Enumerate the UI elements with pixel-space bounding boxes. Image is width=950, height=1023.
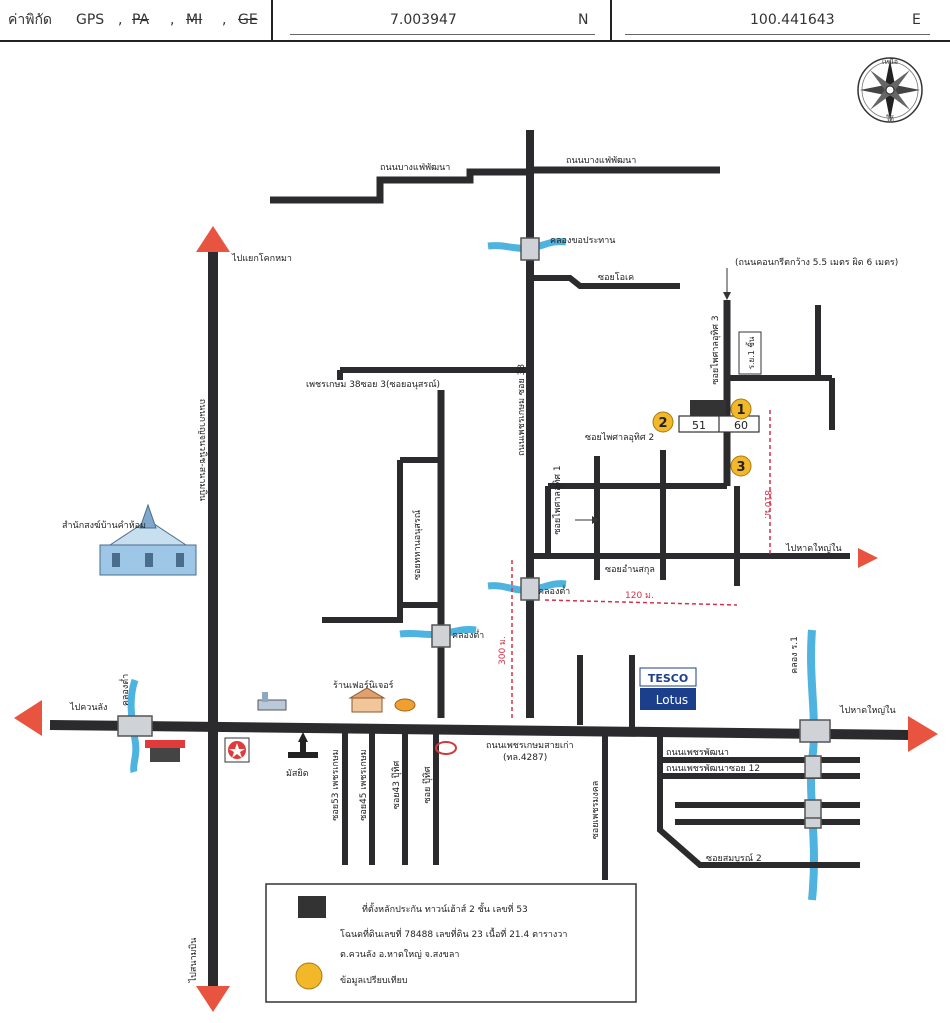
road-label: เพชรเกษม 38ซอย 3(ซอยอนุสรณ์) bbox=[306, 378, 440, 390]
canal-left bbox=[127, 678, 140, 773]
road-label: ซอยสมบูรณ์ 2 bbox=[706, 852, 762, 864]
canal-label: คลองขอประทาน bbox=[550, 236, 615, 246]
gps-label: GPS bbox=[76, 12, 105, 28]
header-divider bbox=[610, 0, 612, 40]
landmark-label: ร้านเฟอร์นิเจอร์ bbox=[333, 679, 394, 691]
legend-deed: โฉนดที่ดินเลขที่ 78488 เลขที่ดิน 23 เนื้… bbox=[340, 927, 567, 940]
destination-label: ไปแยกโคกหมา bbox=[231, 253, 292, 264]
road-label: ถนนเพชรพัฒนา bbox=[666, 748, 729, 758]
road-label: ซอย53 เพชรเกษม bbox=[331, 749, 341, 821]
road-label: ถนนกาญจนวนิช-สนามบิน bbox=[197, 399, 208, 501]
separator: , bbox=[222, 12, 227, 28]
underline bbox=[290, 34, 595, 35]
canal-label: คลอง ร.1 bbox=[790, 636, 800, 674]
map-svg: เหนือ ใต้ bbox=[14, 57, 938, 1012]
comparison-markers bbox=[652, 398, 752, 477]
road-label: ถนนบางแฟ่พัฒนา bbox=[380, 163, 450, 173]
lotus-label: Lotus bbox=[656, 693, 688, 707]
compass-rose-icon bbox=[857, 57, 923, 123]
separator: , bbox=[118, 12, 123, 28]
distance-810: 810 ม. bbox=[762, 490, 772, 519]
building-left-icon bbox=[145, 740, 185, 762]
road-label: ซอยโอเค bbox=[598, 272, 634, 283]
legend-address: ต.ควนลัง อ.หาดใหญ่ จ.สงขลา bbox=[340, 949, 459, 960]
latitude-value: 7.003947 bbox=[390, 12, 457, 28]
distance-120: 120 ม. bbox=[625, 591, 654, 601]
plot-label-b: 60 bbox=[734, 419, 748, 432]
road-label: ซอย ปุ๊ทิศ bbox=[422, 766, 433, 803]
canal-label: คลองต่ำ bbox=[538, 584, 570, 597]
tesco-label: TESCO bbox=[648, 672, 688, 685]
road-label: (ทล.4287) bbox=[503, 753, 547, 763]
compass-north: เหนือ bbox=[882, 58, 898, 66]
canal-label: คลองต่ำ bbox=[118, 674, 131, 706]
road-label: ซอยไพศาลอุทิศ 2 bbox=[585, 432, 654, 443]
header-divider bbox=[271, 0, 273, 40]
arrow-east-icon bbox=[908, 716, 938, 752]
longitude-direction: E bbox=[912, 12, 921, 28]
road-label: ถนนเพชรเกษมสายเก่า bbox=[486, 741, 574, 751]
location-map: เหนือ ใต้ bbox=[0, 42, 950, 1019]
arrow-north-icon bbox=[196, 226, 230, 252]
underline bbox=[625, 34, 930, 35]
compass-south: ใต้ bbox=[886, 114, 894, 123]
separator: , bbox=[170, 12, 175, 28]
gas-station-icon bbox=[224, 737, 250, 763]
arrow-south-icon bbox=[196, 986, 230, 1012]
road-note: (ถนนคอนกรีตกว้าง 5.5 เมตร ผิด 6 เมตร) bbox=[735, 257, 898, 268]
road-label: ซอย43 ปุ๊ทิศ bbox=[391, 760, 402, 809]
marker-2: 2 bbox=[658, 416, 667, 431]
mosque-icon bbox=[288, 732, 318, 758]
landmark-label: มัสยิด bbox=[286, 768, 309, 779]
legend-box bbox=[265, 883, 637, 1003]
legend-circle-label: ข้อมูลเปรียบเทียบ bbox=[340, 975, 408, 986]
marker-3: 3 bbox=[736, 460, 745, 475]
road-label: ซอยอำนสกุล bbox=[605, 564, 655, 575]
factory-icon bbox=[257, 692, 287, 711]
tesco-lotus-logo bbox=[639, 667, 697, 710]
property-building bbox=[690, 400, 726, 416]
arrow-west-icon bbox=[14, 700, 42, 736]
destination-label: ไปสนามบิน bbox=[188, 938, 199, 984]
legend-title: ที่ตั้งหลักประกัน ทาวน์เฮ้าส์ 2 ชั้น เลข… bbox=[362, 902, 528, 915]
canal-label: คลองต่ำ bbox=[452, 628, 484, 641]
road-label: ซอย45 เพชรเกษม bbox=[359, 749, 369, 821]
temple-icon bbox=[99, 503, 197, 576]
direction-arrows bbox=[14, 226, 938, 1012]
pa-label: PA bbox=[132, 12, 150, 28]
coordinate-label: ค่าพิกัด bbox=[8, 12, 53, 28]
road-label: ถนนบางแฟ่พัฒนา bbox=[566, 156, 636, 166]
landmark-label: สำนักสงฆ์บ้านคำห้อม bbox=[62, 519, 146, 531]
label-k1: ร.ย.1 ชิ้น bbox=[745, 336, 756, 369]
road-label: ซอยไพศาลอุทิศ 1 bbox=[552, 465, 563, 534]
toyota-logo-icon bbox=[435, 741, 457, 755]
road-label: ซอยไพศาลอุทิศ 3 bbox=[710, 315, 721, 384]
arrow-east-small-icon bbox=[858, 548, 878, 568]
distance-lines bbox=[511, 410, 771, 720]
road-label: ถนนเพชรพัฒนาซอย 12 bbox=[666, 764, 760, 774]
road-network bbox=[49, 130, 911, 990]
road-label: ซอยเพชรมงคล bbox=[591, 781, 601, 840]
marker-1: 1 bbox=[736, 403, 745, 418]
destination-label: ไปหาดใหญ่ใน bbox=[839, 705, 896, 716]
longitude-value: 100.441643 bbox=[750, 12, 835, 28]
plot-label-a: 51 bbox=[692, 419, 706, 432]
bridges bbox=[117, 237, 831, 829]
ge-label: GE bbox=[238, 12, 258, 28]
furniture-shop-icon bbox=[348, 687, 416, 713]
destination-label: ไปควนลัง bbox=[69, 702, 107, 713]
distance-300: 300 ม. bbox=[498, 636, 508, 665]
mi-label: MI bbox=[186, 12, 203, 28]
road-label: ถนนเพชรเกษม ซอย 38 bbox=[517, 364, 527, 456]
destination-label: ไปหาดใหญ่ใน bbox=[785, 543, 842, 554]
coordinate-header: ค่าพิกัด GPS , PA , MI , GE 7.003947 N 1… bbox=[0, 0, 950, 42]
road-label: ซอยทหานอนุสรณ์ bbox=[411, 510, 423, 580]
latitude-direction: N bbox=[578, 12, 589, 28]
